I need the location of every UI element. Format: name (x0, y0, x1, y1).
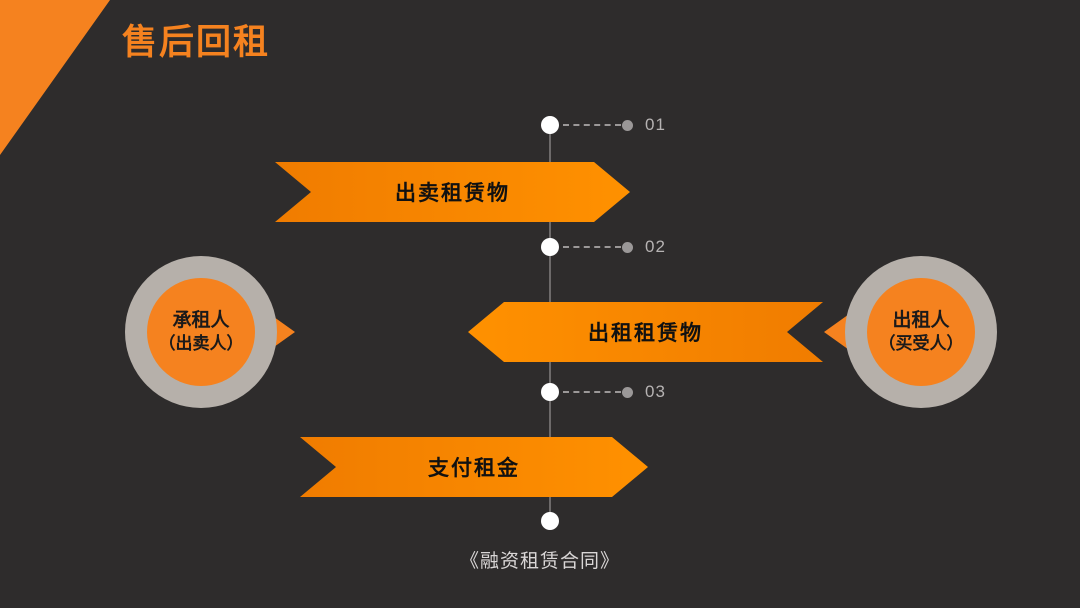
tick-dot-icon (622, 241, 633, 253)
timeline-step-number: 02 (645, 237, 666, 256)
party-lessor-label: 出租人 (892, 309, 950, 331)
timeline-tick-01: 01 (559, 115, 666, 134)
timeline-step-number: 03 (645, 382, 666, 401)
corner-accent-shape (0, 0, 110, 155)
tick-dot-icon (622, 386, 633, 398)
timeline-node-end (541, 512, 559, 530)
flow-banner-sell-leased-item: 出卖租赁物 (275, 162, 630, 222)
timeline-step-number: 01 (645, 115, 666, 134)
party-lessee-inner: 承租人 （出卖人） (147, 278, 255, 386)
timeline-node-01 (541, 116, 559, 134)
dashed-connector-icon (563, 246, 621, 248)
footer-contract-caption: 《融资租赁合同》 (459, 551, 620, 572)
flow-banner-lease-out-item: 出租租赁物 (468, 302, 823, 362)
timeline-tick-03: 03 (559, 382, 666, 401)
party-lessor-bubble: 出租人 （买受人） (845, 256, 997, 408)
timeline-tick-02: 02 (559, 237, 666, 256)
tick-dot-icon (622, 119, 633, 131)
party-lessee-bubble: 承租人 （出卖人） (125, 256, 277, 408)
party-lessee-sublabel: （出卖人） (158, 334, 244, 354)
dashed-connector-icon (563, 391, 621, 393)
dashed-connector-icon (563, 124, 621, 126)
page-title: 售后回租 (122, 23, 271, 62)
timeline-node-02 (541, 238, 559, 256)
party-lessor-sublabel: （买受人） (878, 334, 964, 354)
flow-banner-pay-rent: 支付租金 (300, 437, 648, 497)
party-lessor-inner: 出租人 （买受人） (867, 278, 975, 386)
party-lessee-label: 承租人 (172, 309, 230, 331)
timeline-node-03 (541, 383, 559, 401)
